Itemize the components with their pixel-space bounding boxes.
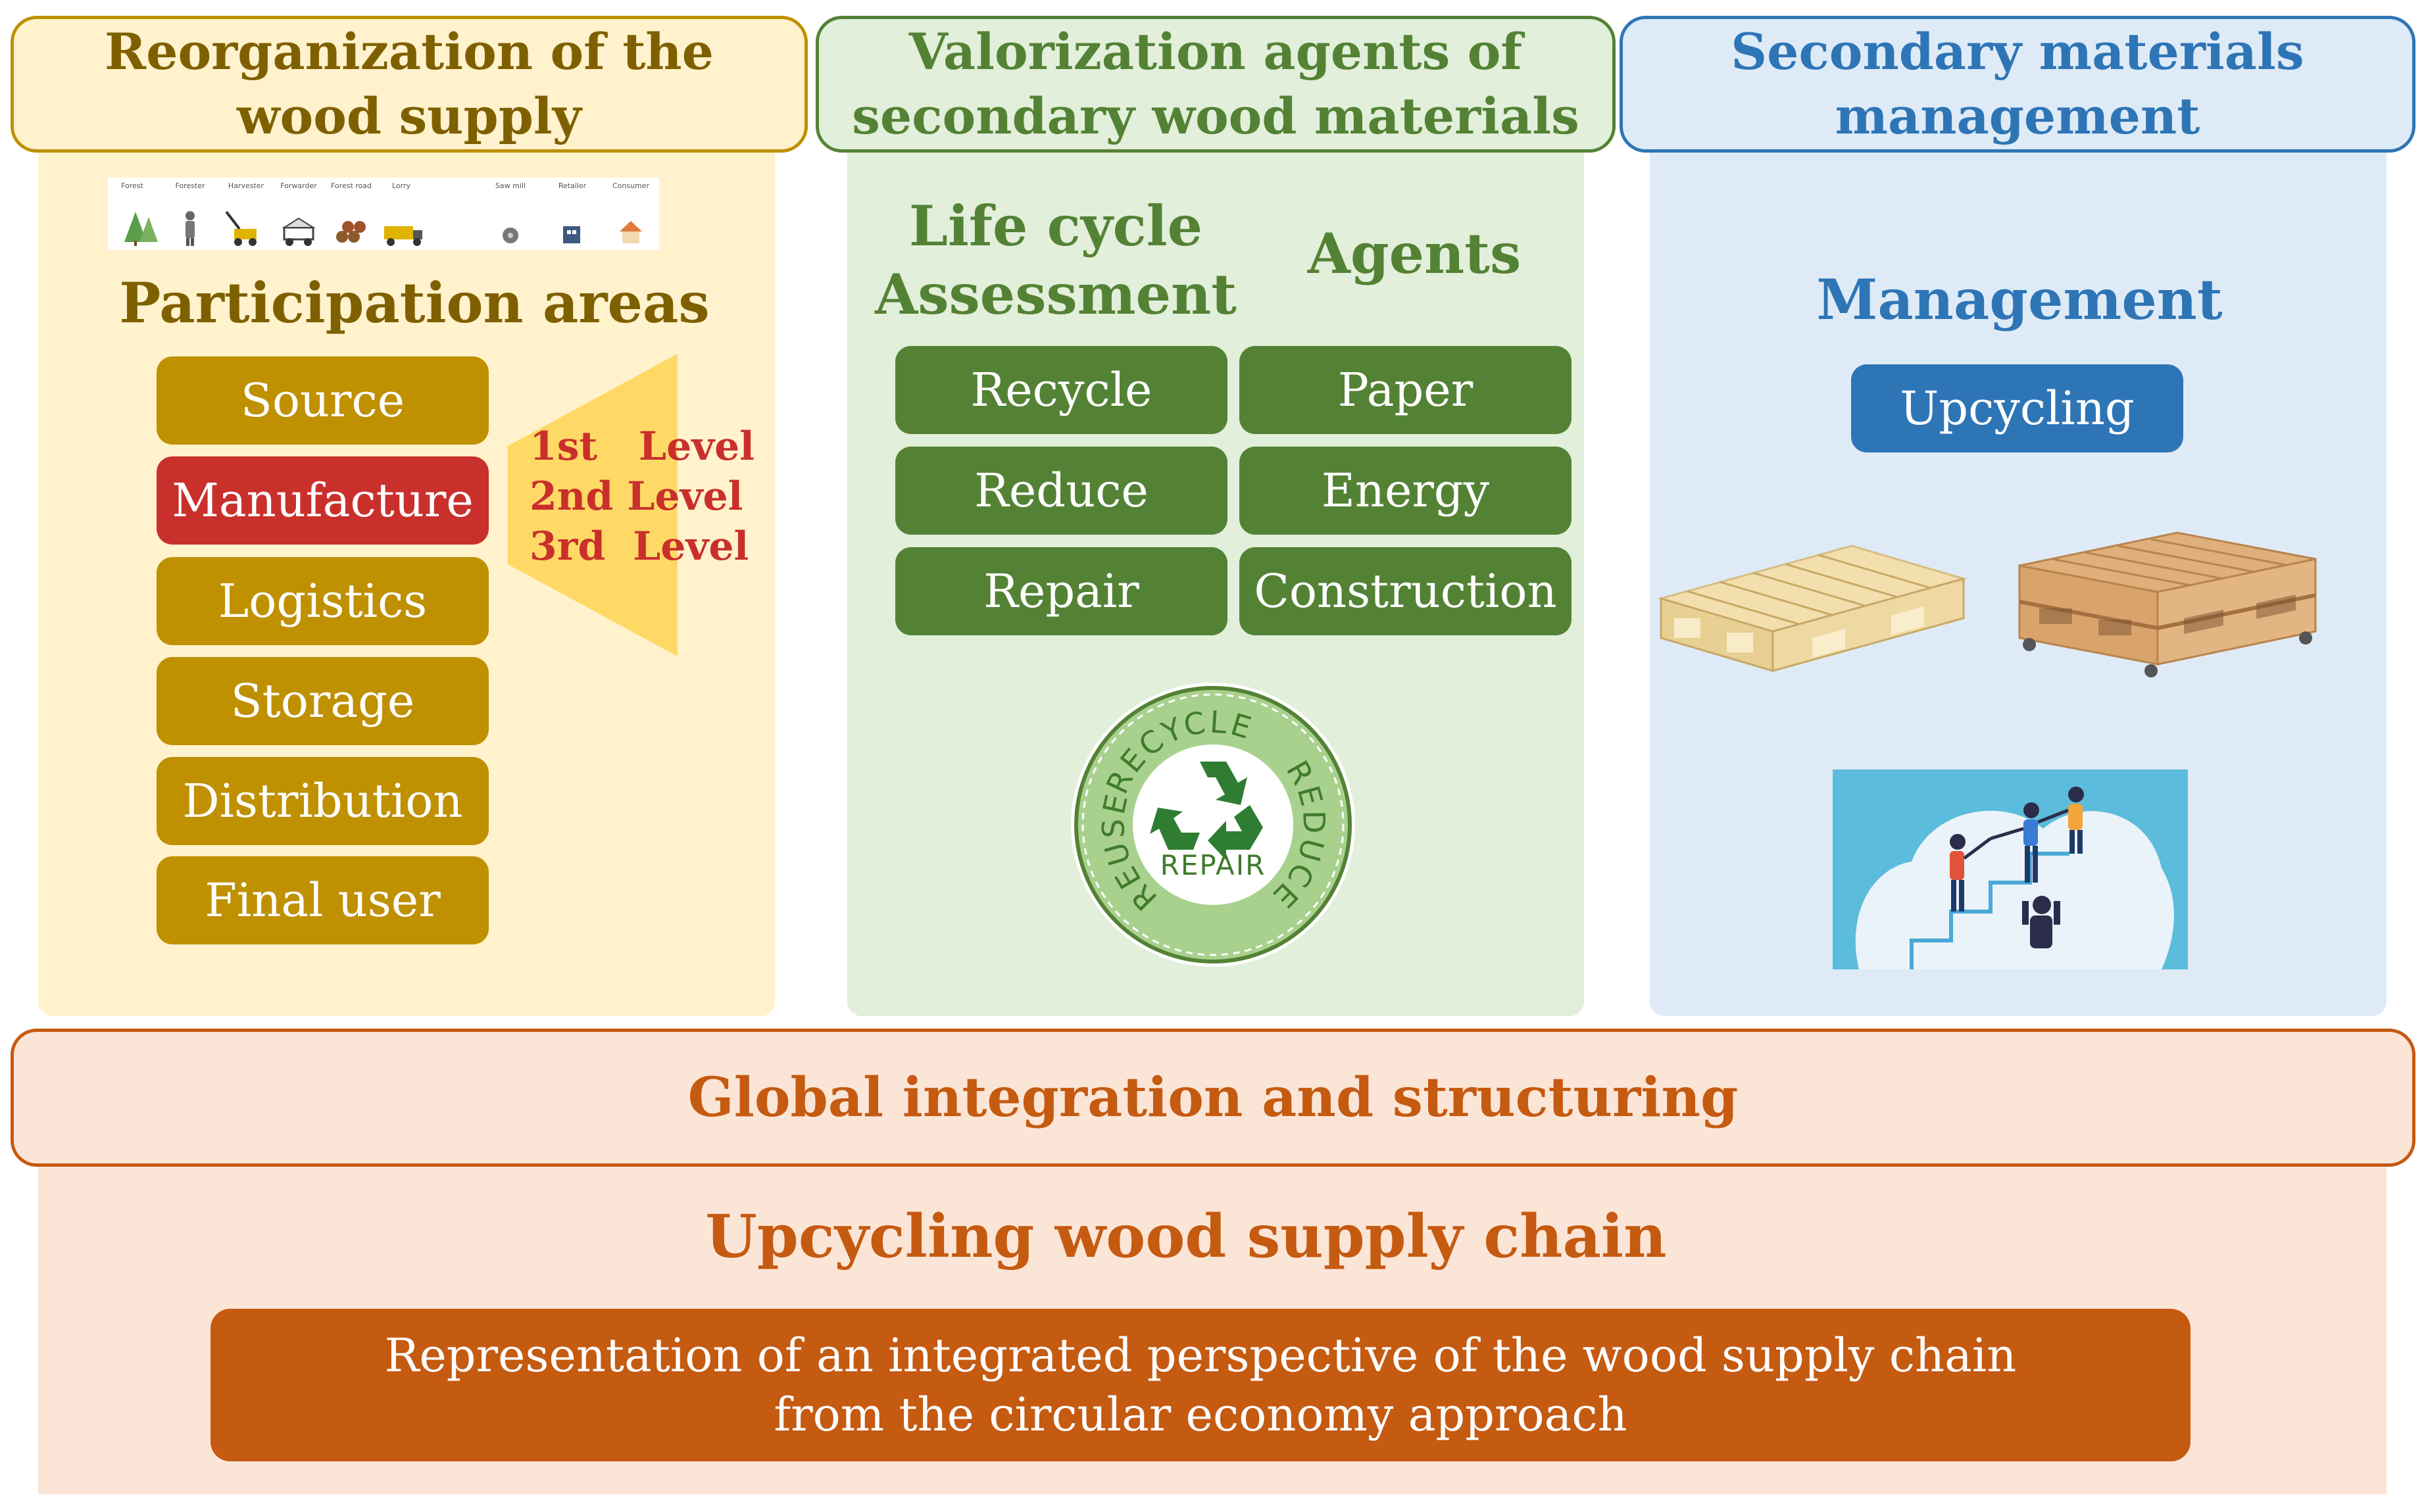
area-distribution: Distribution bbox=[157, 757, 489, 845]
lca-repair: Repair bbox=[895, 547, 1227, 635]
retailer-icon bbox=[563, 226, 580, 243]
lca-reduce: Reduce bbox=[895, 447, 1227, 535]
valorization-header: Valorization agents of secondary wood ma… bbox=[816, 16, 1616, 153]
saw-blade-icon bbox=[503, 228, 518, 243]
forest-icon bbox=[124, 212, 158, 246]
supply-chain-strip: Forest Forester Harvester Forwarder Fore… bbox=[108, 178, 659, 250]
person-top-icon bbox=[2068, 787, 2084, 854]
strip-label-consumer: Consumer bbox=[612, 182, 650, 190]
area-final-user: Final user bbox=[157, 856, 489, 944]
strip-label-lorry: Lorry bbox=[392, 182, 411, 190]
forester-icon bbox=[186, 211, 195, 246]
participation-areas-title: Participation areas bbox=[119, 270, 710, 335]
harvester-icon bbox=[225, 210, 257, 246]
upcycling-chain-title: Upcycling wood supply chain bbox=[705, 1202, 1667, 1271]
strip-label-harvester: Harvester bbox=[228, 182, 264, 190]
strip-label-forest-road: Forest road bbox=[331, 182, 372, 190]
person-left-icon bbox=[1950, 834, 1966, 912]
agent-energy: Energy bbox=[1239, 447, 1572, 535]
strip-label-forest: Forest bbox=[121, 182, 143, 190]
agents-title: Agents bbox=[1307, 220, 1522, 286]
teamwork-illustration bbox=[1833, 769, 2188, 969]
recycle-arrows-icon bbox=[1150, 762, 1263, 860]
house-icon bbox=[620, 221, 642, 243]
area-storage: Storage bbox=[157, 657, 489, 745]
badge-center: REPAIR bbox=[1160, 849, 1266, 881]
forwarder-icon bbox=[282, 217, 316, 246]
integration-bar: Global integration and structuring bbox=[11, 1029, 2415, 1167]
description-box: Representation of an integrated perspect… bbox=[210, 1309, 2191, 1461]
supply-chain-icons: Forest Forester Harvester Forwarder Fore… bbox=[121, 182, 650, 246]
wood-pallet-image bbox=[1657, 545, 1968, 673]
management-header: Secondary materials management bbox=[1620, 16, 2415, 153]
agent-construction: Construction bbox=[1239, 547, 1572, 635]
wood-supply-header: Reorganization of the wood supply bbox=[11, 16, 808, 153]
management-title: Management bbox=[1816, 266, 2223, 332]
level-trapezoid bbox=[508, 354, 678, 656]
person-bottom-icon bbox=[2022, 896, 2060, 948]
agent-paper: Paper bbox=[1239, 346, 1572, 434]
strip-label-forwarder: Forwarder bbox=[280, 182, 317, 190]
person-middle-icon bbox=[2023, 802, 2039, 883]
lca-title: Life cycle Assessment bbox=[875, 193, 1237, 327]
strip-label-forester: Forester bbox=[175, 182, 205, 190]
level-2: 2nd Level bbox=[530, 474, 743, 520]
lca-recycle: Recycle bbox=[895, 346, 1227, 434]
area-logistics: Logistics bbox=[157, 557, 489, 645]
level-3: 3rd Level bbox=[530, 524, 749, 570]
upcycling-label: Upcycling bbox=[1851, 364, 2183, 452]
strip-label-retailer: Retailer bbox=[558, 182, 587, 190]
area-manufacture: Manufacture bbox=[157, 456, 489, 545]
level-1: 1st Level bbox=[530, 424, 755, 470]
lorry-icon bbox=[384, 226, 422, 246]
log-pile-icon bbox=[336, 221, 366, 243]
recycle-badge: RECYCLE REDUCE REUSE REPAIR bbox=[1071, 683, 1355, 967]
pallet-table-image bbox=[2018, 531, 2317, 677]
strip-label-saw-mill: Saw mill bbox=[495, 182, 526, 190]
area-source: Source bbox=[157, 356, 489, 445]
